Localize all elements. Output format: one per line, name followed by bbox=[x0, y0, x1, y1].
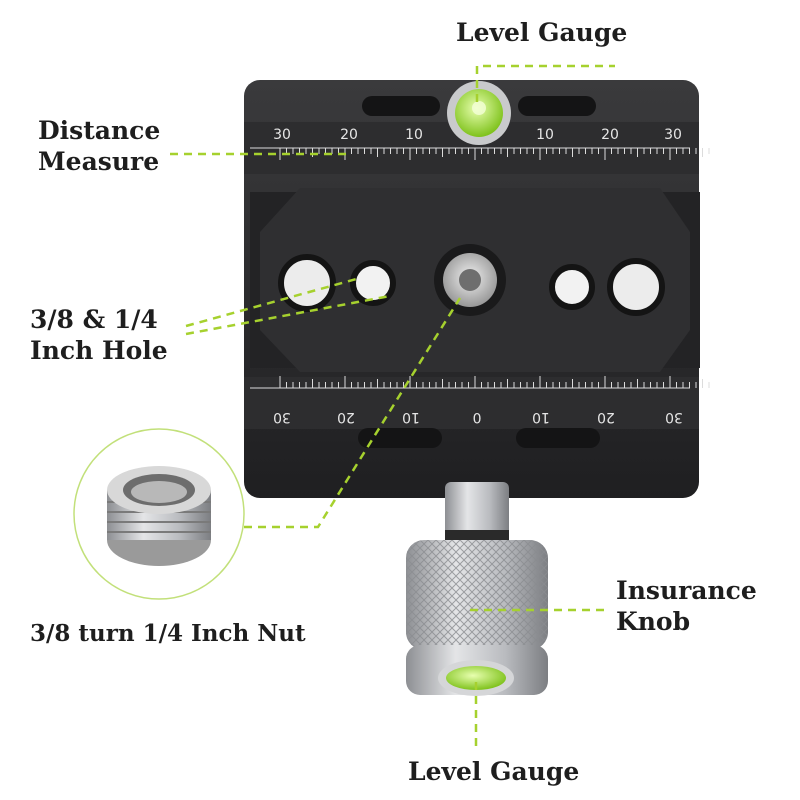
distance-measure-line2: Measure bbox=[38, 146, 160, 176]
leader-hole-1 bbox=[185, 276, 361, 328]
leader-lines bbox=[170, 64, 615, 752]
bottom-scale-number: 10 bbox=[532, 409, 550, 425]
hole-14-right bbox=[549, 264, 595, 310]
hole-14-left bbox=[350, 260, 396, 306]
bottom-scale-number: 20 bbox=[597, 409, 615, 425]
inch-nut-label: 3/8 turn 1/4 Inch Nut bbox=[30, 620, 306, 647]
hole-38-right bbox=[607, 258, 665, 316]
bottom-scale-number: 10 bbox=[402, 409, 420, 425]
hole-38-left bbox=[278, 254, 336, 312]
adapter-nut-icon bbox=[107, 466, 211, 566]
inch-hole-label: 3/8 & 1/4 Inch Hole bbox=[30, 305, 168, 366]
bottom-scale-numbers: 30 20 10 0 10 20 30 bbox=[273, 409, 683, 425]
bottom-scale-number: 0 bbox=[473, 409, 482, 425]
top-scale-numbers: 30 20 10 10 20 30 bbox=[273, 127, 682, 143]
top-slot-right bbox=[518, 96, 596, 116]
insurance-knob-line1: Insurance bbox=[616, 576, 757, 605]
top-scale-number: 30 bbox=[664, 127, 682, 143]
top-scale-number: 10 bbox=[405, 127, 423, 143]
leader-hole-2 bbox=[185, 294, 391, 336]
inch-hole-line1: 3/8 & 1/4 bbox=[30, 305, 158, 334]
inch-hole-line2: Inch Hole bbox=[30, 335, 168, 365]
bottom-scale-ticks bbox=[279, 376, 710, 388]
top-scale-number: 30 bbox=[273, 127, 291, 143]
bottom-scale-number: 30 bbox=[273, 409, 291, 425]
insurance-knob-label: Insurance Knob bbox=[616, 576, 757, 637]
distance-measure-label: Distance Measure bbox=[38, 116, 160, 177]
bottom-slot-left bbox=[358, 428, 442, 448]
knob-stem bbox=[445, 482, 509, 544]
level-gauge-top-label: Level Gauge bbox=[456, 18, 628, 47]
bottom-slot-right bbox=[516, 428, 600, 448]
distance-measure-line1: Distance bbox=[38, 116, 161, 145]
level-gauge-bottom-label: Level Gauge bbox=[408, 757, 580, 786]
top-scale-number: 10 bbox=[536, 127, 554, 143]
top-slot-left bbox=[362, 96, 440, 116]
leader-nut bbox=[244, 297, 462, 529]
top-scale-number: 20 bbox=[601, 127, 619, 143]
top-scale-number: 20 bbox=[340, 127, 358, 143]
bottom-scale-bar bbox=[244, 377, 699, 429]
bottom-scale-number: 20 bbox=[337, 409, 355, 425]
leader-top-gauge bbox=[475, 64, 615, 102]
bottom-scale-number: 30 bbox=[665, 409, 683, 425]
insurance-knob-line2: Knob bbox=[616, 606, 691, 636]
